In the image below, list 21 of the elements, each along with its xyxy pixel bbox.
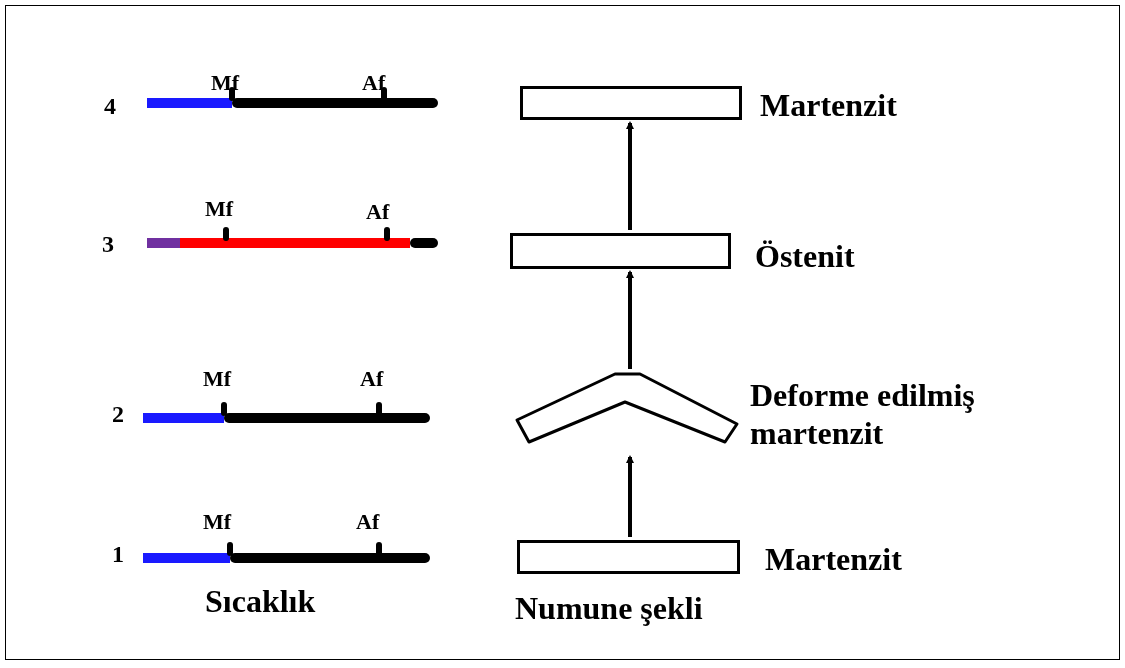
arrow: [626, 455, 634, 537]
tick-label: Mf: [205, 198, 234, 220]
row-number: 2: [112, 402, 124, 426]
tick-label: Af: [366, 201, 390, 223]
tick-label: Af: [356, 511, 380, 533]
phase-label: Deforme edilmiş martenzit: [750, 376, 976, 453]
arrow: [626, 121, 634, 230]
tick-label: Mf: [203, 368, 232, 390]
phase-label: Östenit: [755, 237, 856, 276]
tick-label: Mf: [211, 72, 240, 94]
phase-label: Martenzit: [760, 86, 898, 125]
row-number: 1: [112, 542, 124, 566]
tick-label: Af: [360, 368, 384, 390]
axis-label: Numune şekli: [515, 592, 703, 624]
phase-label: Martenzit: [765, 540, 903, 579]
arrow: [626, 270, 634, 369]
tick-label: Mf: [203, 511, 232, 533]
tick-label: Af: [362, 72, 386, 94]
row-number: 4: [104, 94, 116, 118]
row-number: 3: [102, 232, 114, 256]
axis-label: Sıcaklık: [205, 585, 316, 617]
